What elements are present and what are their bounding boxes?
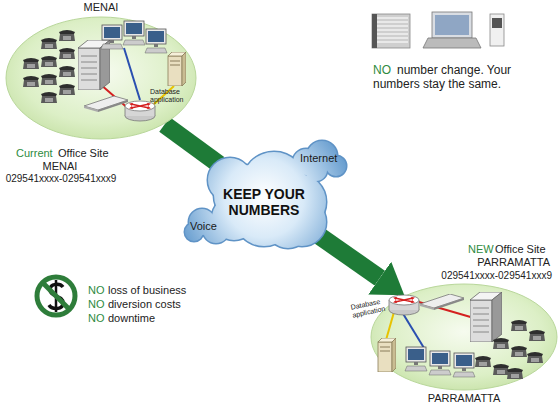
site-ellipse — [371, 284, 557, 390]
telephone-icon — [41, 38, 57, 49]
telephone-icon — [493, 338, 509, 349]
dollar-symbol — [49, 284, 63, 308]
site-label: Office Site — [495, 243, 546, 256]
telephone-icon — [493, 364, 509, 375]
data-wire — [402, 312, 424, 348]
cloud-title: KEEP YOUR NUMBERS — [212, 186, 316, 218]
server-icon — [168, 52, 186, 86]
benefit-note: loss of business — [108, 284, 186, 297]
voice-wire — [412, 300, 474, 318]
no-cost-slash — [43, 283, 69, 309]
telephone-icon — [511, 346, 527, 357]
data-wire — [124, 48, 140, 100]
device-icon — [490, 14, 504, 46]
telephone-icon — [41, 74, 57, 85]
office-site-ellipse: MENAI — [5, 16, 197, 140]
telephone-icon — [527, 352, 543, 363]
device-icon — [492, 18, 502, 28]
telephone-icon — [23, 58, 39, 69]
switch-icon — [84, 96, 128, 112]
data-wire — [386, 312, 394, 340]
computer-icon — [429, 351, 451, 375]
telephone-icon — [23, 76, 39, 87]
server-label: Database application — [350, 295, 394, 319]
computer-icon — [101, 25, 123, 49]
pbx-icon — [470, 292, 502, 342]
site-name: PARRAMATTA — [430, 256, 550, 269]
cloud-fill — [185, 141, 346, 248]
computer-icon — [453, 353, 475, 377]
site-heading: PARRAMATTA — [370, 392, 558, 405]
computer-icon — [405, 347, 427, 371]
telephone-icon — [41, 56, 57, 67]
benefit-note: diversion costs — [108, 298, 181, 311]
no-cost-symbol — [37, 277, 75, 315]
computer-icon — [145, 29, 167, 53]
telephone-icon — [59, 66, 75, 77]
site-status: NEW — [468, 243, 494, 256]
server-label: Database application — [150, 88, 194, 104]
ellipse-outline — [5, 16, 197, 140]
benefit-keyword: NO — [88, 312, 105, 325]
migration-arrow — [165, 124, 219, 164]
laptop-icon — [423, 38, 481, 48]
site-ellipse — [6, 17, 196, 139]
telephone-icon — [59, 30, 75, 41]
site-status: Current — [16, 147, 53, 160]
pbx-icon — [78, 40, 110, 90]
document-stack-icon — [374, 18, 408, 42]
telephone-icon — [59, 84, 75, 95]
site-heading: MENAI — [5, 1, 197, 14]
router-icon — [389, 295, 419, 315]
telephone-icon — [41, 92, 57, 103]
server-icon — [378, 338, 396, 372]
telephone-icon — [475, 356, 491, 367]
benefit-keyword: NO — [88, 284, 105, 297]
cloud-label: Internet — [300, 152, 337, 165]
benefit-keyword: NO — [88, 298, 105, 311]
document-stack-icon — [372, 14, 410, 48]
cloud-label: Voice — [190, 220, 217, 233]
voice-wire — [100, 84, 130, 110]
site-label: Office Site — [58, 147, 109, 160]
telephone-icon — [507, 368, 523, 379]
cloud-edge — [185, 141, 346, 248]
telephone-icon — [511, 320, 527, 331]
ellipse-outline — [370, 283, 558, 391]
number-range: 029541xxxx-029541xxx9 — [0, 173, 122, 185]
dollar-symbol — [55, 280, 58, 312]
network-cloud: InternetKEEP YOUR NUMBERS Voice — [182, 140, 347, 255]
connector-group — [165, 124, 380, 278]
office-site-ellipse: PARRAMATTA — [370, 283, 558, 391]
laptop-icon — [432, 12, 472, 38]
laptop-icon — [435, 15, 469, 35]
benefit-note: number change. Your numbers stay the sam… — [373, 63, 538, 91]
document-stack-icon — [372, 14, 377, 48]
telephone-icon — [529, 330, 545, 341]
telephone-icon — [59, 48, 75, 59]
benefit-note: downtime — [108, 312, 155, 325]
number-range: 029541xxxx-029541xxx9 — [430, 270, 552, 282]
site-name: MENAI — [2, 160, 118, 173]
router-icon — [125, 101, 155, 121]
switch-icon — [420, 294, 464, 310]
computer-icon — [123, 21, 145, 45]
benefit-keyword: NO — [373, 63, 391, 77]
